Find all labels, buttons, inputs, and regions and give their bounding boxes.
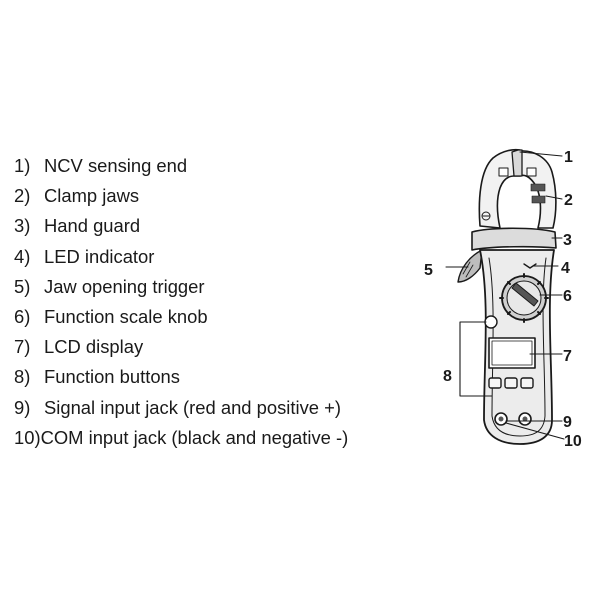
legend-label: Function buttons — [44, 366, 180, 388]
legend-number: 10) — [14, 426, 41, 448]
legend-number: 8) — [14, 366, 31, 388]
legend-label: NCV sensing end — [44, 155, 188, 176]
callout-1: 1 — [564, 149, 573, 166]
function-button — [520, 377, 534, 389]
legend-label: LED indicator — [44, 245, 155, 267]
knob-pointer — [511, 282, 539, 307]
clamp-jaws — [478, 148, 557, 229]
callout-9: 9 — [563, 414, 572, 431]
legend-label: Hand guard — [44, 215, 141, 237]
jaw-window-icon — [526, 167, 537, 177]
legend-item-3: 3) Hand guard — [14, 211, 348, 241]
legend-label: Signal input jack (red and positive +) — [44, 396, 341, 418]
legend-number: 3) — [14, 215, 31, 237]
legend-number: 1) — [14, 155, 31, 176]
legend-label: Function scale knob — [44, 305, 208, 327]
legend-number: 9) — [14, 396, 31, 418]
legend-number: 7) — [14, 336, 31, 358]
component-legend: 1) NCV sensing end 2) Clamp jaws 3) Hand gu… — [14, 151, 348, 453]
callout-6: 6 — [563, 288, 572, 305]
legend-item-2: 2) Clamp jaws — [14, 181, 348, 211]
callout-7: 7 — [563, 348, 572, 365]
legend-label: Jaw opening trigger — [44, 275, 205, 297]
legend-item-1: 1) NCV sensing end — [14, 151, 348, 181]
function-button-round — [484, 315, 498, 329]
callout-8: 8 — [443, 368, 452, 385]
lcd-display — [488, 337, 536, 369]
legend-label: LCD display — [44, 336, 144, 358]
legend-label: COM input jack (black and negative -) — [40, 426, 349, 448]
callout-10: 10 — [564, 433, 582, 450]
callout-2: 2 — [564, 192, 573, 209]
legend-item-5: 5) Jaw opening trigger — [14, 272, 348, 302]
led-indicator — [523, 263, 537, 269]
legend-item-9: 9) Signal input jack (red and positive +) — [14, 393, 348, 423]
jaw-window-icon — [498, 167, 509, 177]
jaw-warning-label — [531, 195, 546, 204]
legend-item-7: 7) LCD display — [14, 332, 348, 362]
callout-3: 3 — [563, 232, 572, 249]
legend-number: 5) — [14, 275, 31, 297]
callout-5: 5 — [424, 262, 433, 279]
callout-4: 4 — [561, 260, 570, 277]
jaw-opening-trigger — [457, 249, 483, 283]
knob-ticks — [499, 273, 549, 323]
legend-item-4: 4) LED indicator — [14, 242, 348, 272]
legend-label: Clamp jaws — [44, 185, 140, 207]
earth-symbol-icon — [481, 211, 491, 221]
jaw-warning-label — [530, 183, 546, 192]
legend-number: 6) — [14, 305, 31, 327]
legend-item-8: 8) Function buttons — [14, 362, 348, 392]
legend-item-6: 6) Function scale knob — [14, 302, 348, 332]
function-button — [488, 377, 502, 389]
legend-number: 2) — [14, 185, 31, 207]
leader-lines — [445, 151, 565, 440]
function-button — [504, 377, 518, 389]
legend-number: 4) — [14, 245, 31, 267]
legend-item-10: 10)COM input jack (black and negative -) — [14, 423, 348, 453]
hand-guard — [471, 227, 557, 251]
ncv-sensing-end — [511, 149, 523, 177]
